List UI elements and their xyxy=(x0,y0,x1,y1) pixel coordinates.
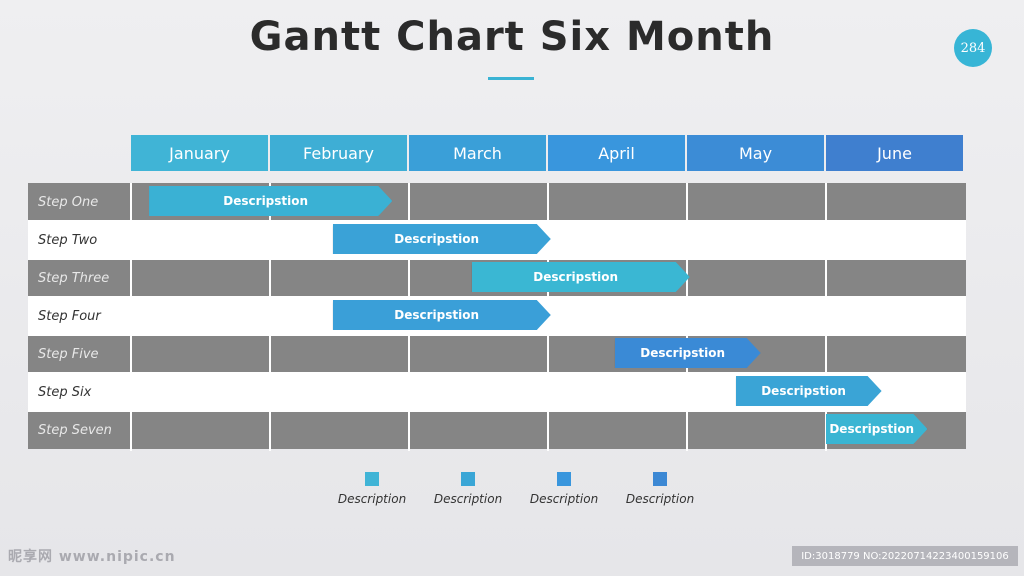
task-bar: Descripstion xyxy=(472,262,690,292)
legend-label: Description xyxy=(337,492,407,506)
task-bar: Descripstion xyxy=(333,224,551,254)
row-label: Step Three xyxy=(38,270,110,286)
month-header-february: February xyxy=(270,135,407,171)
row-separator xyxy=(28,410,966,412)
legend-item: Description xyxy=(327,472,417,506)
legend-swatch xyxy=(461,472,475,486)
task-bar: Descripstion xyxy=(333,300,551,330)
column-separator xyxy=(825,183,827,451)
row-label: Step Seven xyxy=(38,422,112,438)
task-bar: Descripstion xyxy=(615,338,761,368)
row-separator xyxy=(28,296,966,298)
legend-item: Description xyxy=(519,472,609,506)
task-bar: Descripstion xyxy=(826,414,927,444)
legend: Description Description Description Descrip… xyxy=(327,472,711,512)
legend-swatch xyxy=(653,472,667,486)
month-header-april: April xyxy=(548,135,685,171)
month-header-may: May xyxy=(687,135,824,171)
row-label: Step Five xyxy=(38,346,99,362)
row-separator xyxy=(28,220,966,222)
month-header-june: June xyxy=(826,135,963,171)
gantt-row: Step Seven xyxy=(28,411,966,449)
legend-item: Description xyxy=(423,472,513,506)
month-header-january: January xyxy=(131,135,268,171)
task-bar: Descripstion xyxy=(149,186,392,216)
image-id-label: ID:3018779 NO:20220714223400159106 xyxy=(792,546,1018,566)
row-label: Step Two xyxy=(38,232,98,248)
gantt-row: Step Five xyxy=(28,335,966,373)
row-label: Step Six xyxy=(38,384,92,400)
column-separator xyxy=(686,183,688,451)
task-bar: Descripstion xyxy=(736,376,882,406)
page-number-badge: 284 xyxy=(954,29,992,67)
row-label: Step Four xyxy=(38,308,101,324)
row-label: Step One xyxy=(38,194,99,210)
legend-swatch xyxy=(557,472,571,486)
watermark: 昵享网 www.nipic.cn xyxy=(8,549,176,565)
row-separator xyxy=(28,372,966,374)
legend-label: Description xyxy=(529,492,599,506)
legend-swatch xyxy=(365,472,379,486)
column-separator xyxy=(269,183,271,451)
legend-label: Description xyxy=(433,492,503,506)
title-underline xyxy=(488,77,534,80)
column-separator xyxy=(130,183,132,451)
row-separator xyxy=(28,258,966,260)
month-header-march: March xyxy=(409,135,546,171)
legend-label: Description xyxy=(625,492,695,506)
page-title: Gantt Chart Six Month xyxy=(249,14,775,60)
row-separator xyxy=(28,334,966,336)
legend-item: Description xyxy=(615,472,705,506)
